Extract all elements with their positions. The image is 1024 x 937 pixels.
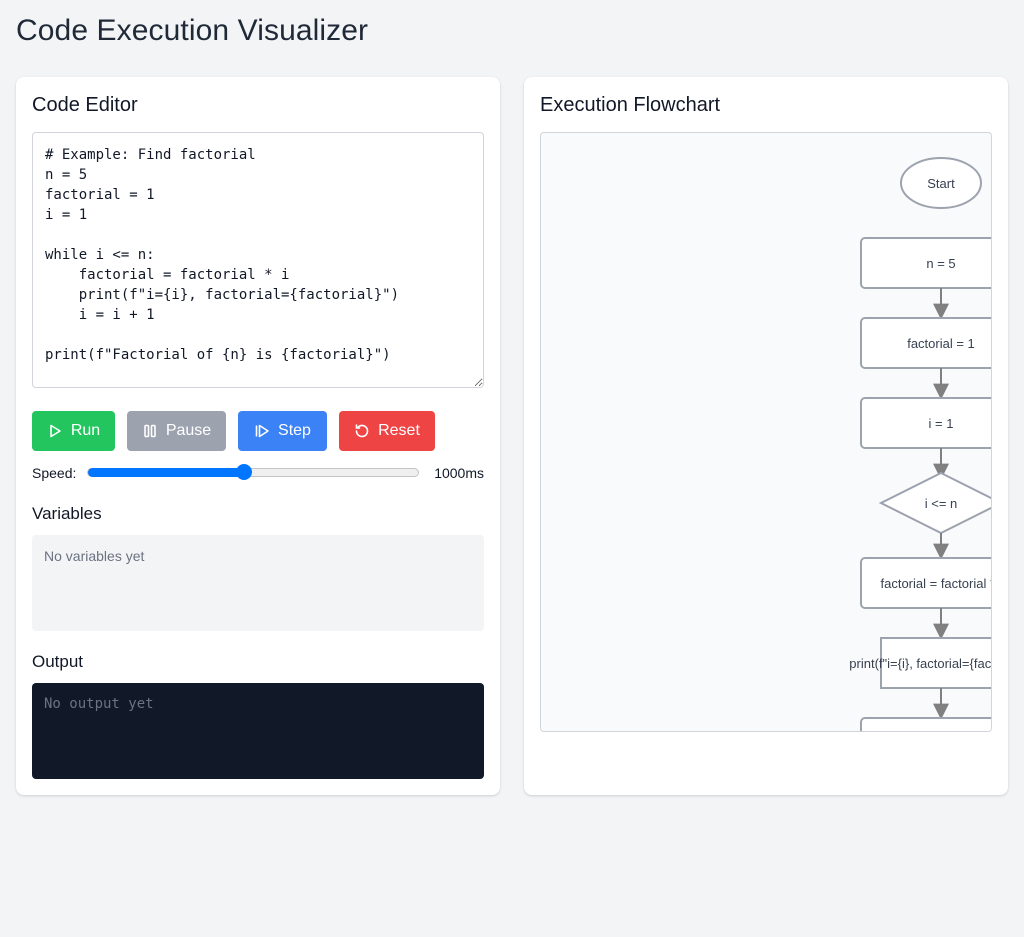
output-console: No output yet: [32, 683, 484, 779]
reset-button[interactable]: Reset: [339, 411, 435, 451]
reset-icon: [355, 424, 369, 438]
pause-button[interactable]: Pause: [127, 411, 226, 451]
speed-label: Speed:: [32, 465, 77, 481]
speed-value: 1000ms: [434, 465, 484, 481]
flowchart-node-shape: [860, 717, 991, 731]
code-editor-title: Code Editor: [32, 94, 138, 116]
flowchart-node-process[interactable]: n = 5: [860, 237, 992, 289]
flowchart-node-label: i = 1: [929, 416, 954, 431]
code-editor-input[interactable]: [32, 132, 484, 388]
flowchart-title: Execution Flowchart: [540, 94, 721, 116]
flowchart-node-shape: [860, 397, 991, 449]
flowchart-canvas[interactable]: Start n = 5 factorial = 1 i = 1 i <= n factor…: [540, 132, 992, 732]
run-button-label: Run: [70, 422, 101, 439]
flowchart-node-shape: [880, 637, 991, 689]
output-empty-text: No output yet: [44, 696, 154, 712]
flowchart-node-label: n = 5: [926, 256, 955, 271]
step-forward-icon: [255, 424, 269, 438]
step-button[interactable]: Step: [238, 411, 327, 451]
flowchart-svg: Start n = 5 factorial = 1 i = 1 i <= n factor…: [849, 157, 992, 732]
flowchart-node-start[interactable]: Start: [900, 157, 982, 209]
code-editor-panel: Code Editor Run Pause Step Reset Speed: …: [16, 77, 500, 795]
play-icon: [50, 424, 61, 438]
pause-icon: [144, 424, 156, 438]
flowchart-node-process[interactable]: factorial = factorial * i: [860, 557, 992, 609]
flowchart-node-decision[interactable]: i <= n: [878, 471, 992, 535]
flowchart-node-shape: [900, 157, 982, 209]
flowchart-node-label: i <= n: [925, 496, 958, 511]
speed-slider[interactable]: [87, 464, 419, 480]
output-title: Output: [32, 652, 84, 671]
reset-button-label: Reset: [378, 422, 420, 439]
flowchart-node-process[interactable]: factorial = 1: [860, 317, 992, 369]
flowchart-node-label: factorial = factorial * i: [880, 576, 992, 591]
flowchart-node-label: factorial = 1: [907, 336, 975, 351]
flowchart-node-process[interactable]: i = i + 1: [860, 717, 992, 732]
flowchart-node-label: print(f"i={i}, factorial={factorial}"): [849, 656, 992, 671]
page-title: Code Execution Visualizer: [16, 14, 369, 47]
flowchart-panel: Execution Flowchart Start n = 5 factorial …: [524, 77, 1008, 795]
step-button-label: Step: [278, 422, 311, 439]
variables-empty-text: No variables yet: [44, 548, 145, 564]
flowchart-node-label: Start: [927, 176, 955, 191]
pause-button-label: Pause: [165, 422, 212, 439]
speed-slider-fill: [88, 468, 245, 477]
flowchart-node-io[interactable]: print(f"i={i}, factorial={factorial}"): [849, 637, 992, 689]
speed-slider-thumb[interactable]: [236, 464, 253, 480]
variables-panel: No variables yet: [32, 535, 484, 631]
variables-title: Variables: [32, 504, 102, 523]
run-button[interactable]: Run: [32, 411, 115, 451]
flowchart-node-process[interactable]: i = 1: [860, 397, 992, 449]
